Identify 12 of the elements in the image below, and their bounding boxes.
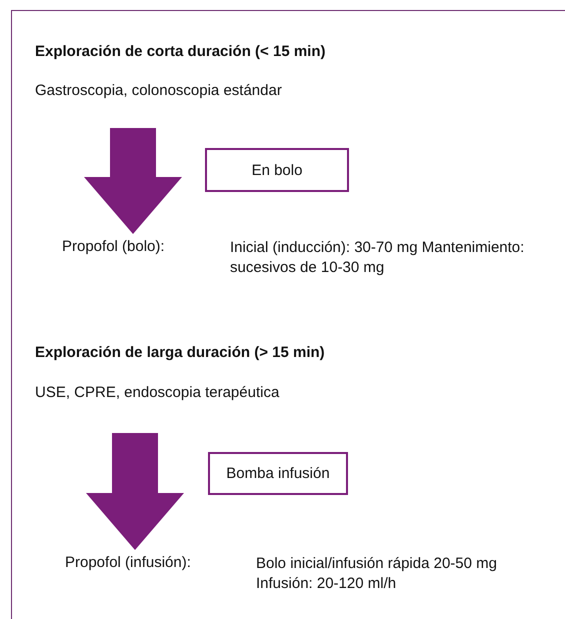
dose-text: Inicial (inducción): 30-70 mg Mantenimiento: sucesivos de 10-30 mg: [230, 238, 526, 278]
section-heading: Exploración de corta duración (< 15 min): [35, 43, 326, 60]
procedure-list: USE, CPRE, endoscopia terapéutica: [35, 384, 280, 401]
dose-text: Bolo inicial/infusión rápida 20-50 mg Infusión: 20-120 ml/h: [256, 554, 498, 594]
label-box: Bomba infusión: [208, 452, 348, 495]
block-arrow: [86, 433, 184, 550]
procedure-list: Gastroscopia, colonoscopia estándar: [35, 82, 282, 99]
drug-label: Propofol (bolo):: [62, 238, 165, 255]
label-box: En bolo: [205, 148, 349, 192]
block-arrow: [84, 128, 182, 234]
drug-label: Propofol (infusión):: [65, 554, 191, 571]
section-heading: Exploración de larga duración (> 15 min): [35, 344, 325, 361]
